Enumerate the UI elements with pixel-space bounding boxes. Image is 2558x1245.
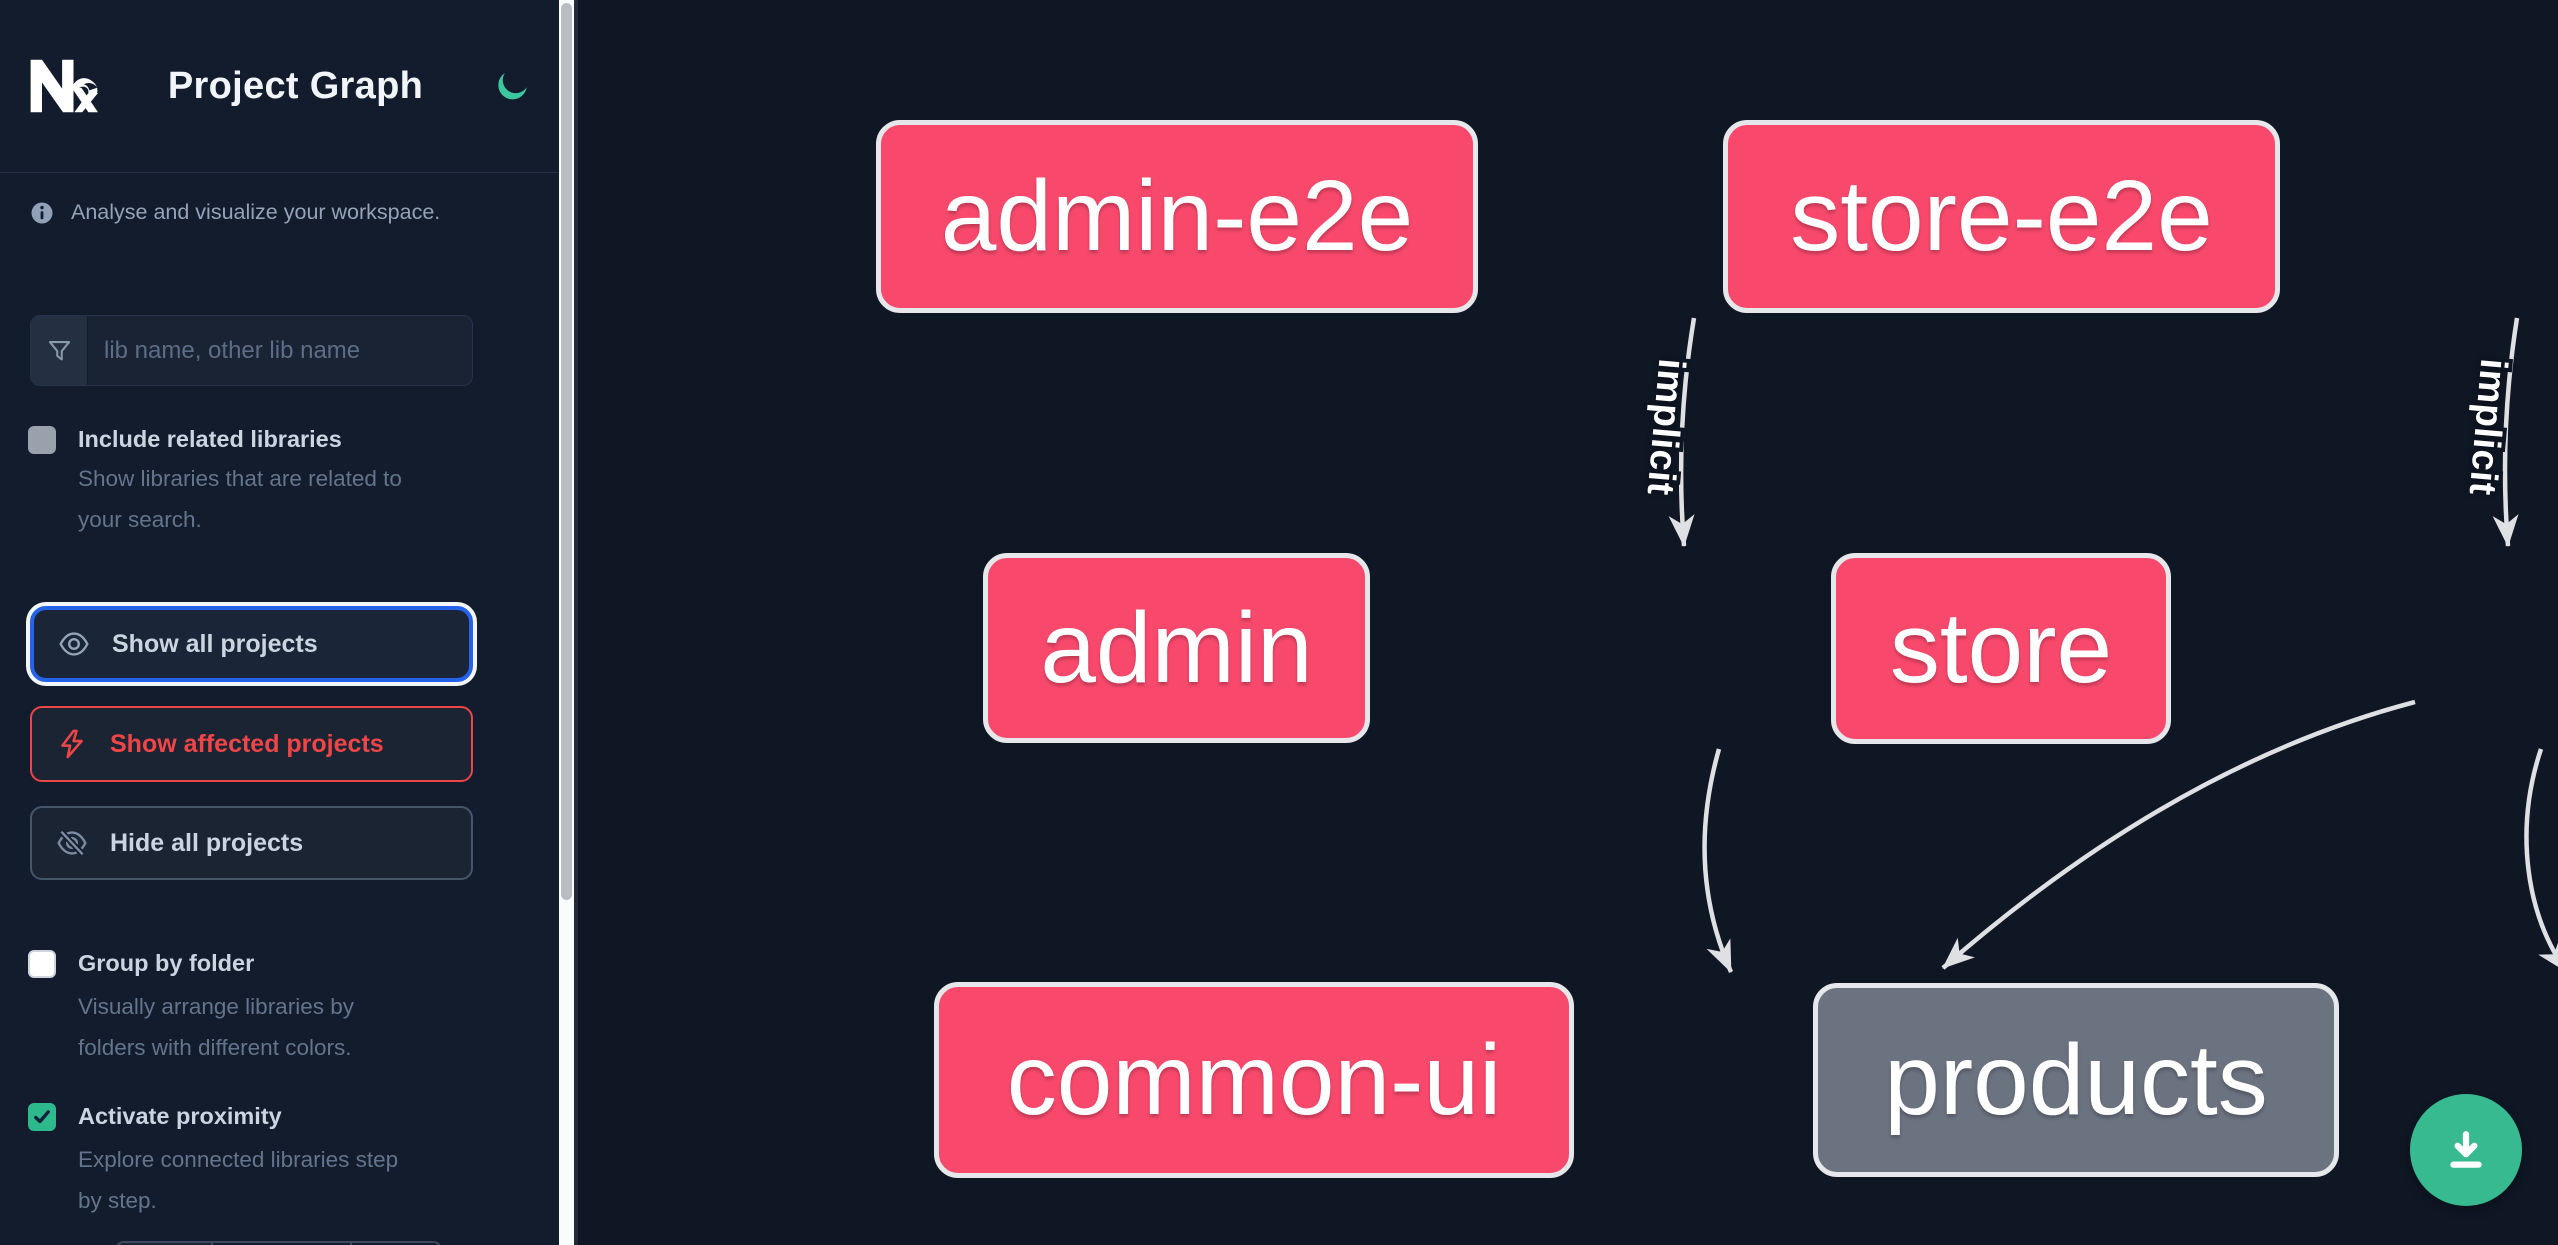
depth-decrement-button[interactable] [117, 1243, 211, 1245]
activate-proximity-label[interactable]: Activate proximity [78, 1103, 282, 1129]
edge-store-products [2524, 748, 2558, 973]
hide-all-projects-button[interactable]: Hide all projects [30, 806, 473, 880]
checkmark-icon [34, 1110, 50, 1124]
download-image-button[interactable] [2410, 1094, 2522, 1206]
depth-increment-button[interactable] [350, 1243, 440, 1245]
include-related-description: Show libraries that are related to your … [78, 466, 402, 532]
hide-all-projects-label: Hide all projects [110, 828, 304, 857]
filter-input[interactable] [88, 316, 472, 385]
sidebar: Project Graph Analyse and visualize your… [0, 0, 559, 1245]
show-all-projects-label: Show all projects [112, 629, 318, 658]
depth-value [211, 1243, 350, 1245]
group-by-folder-label[interactable]: Group by folder [78, 950, 255, 976]
edge-admin-common-ui [1702, 748, 1734, 973]
project-filter [30, 315, 473, 386]
include-related-checkbox[interactable] [28, 426, 56, 454]
activate-proximity-description: Explore connected libraries step by step… [78, 1147, 399, 1213]
sidebar-scrollbar[interactable] [559, 0, 574, 1245]
show-affected-projects-label: Show affected projects [110, 729, 384, 758]
workspace-info-text: Analyse and visualize your workspace. [71, 200, 441, 224]
page-title: Project Graph [167, 64, 424, 107]
show-affected-projects-button[interactable]: Show affected projects [30, 706, 473, 782]
graph-node-store-e2e[interactable]: store-e2e [1723, 120, 2280, 313]
eye-icon [59, 632, 89, 656]
graph-node-products[interactable]: products [1813, 983, 2339, 1177]
workspace-info-banner: Analyse and visualize your workspace. [30, 200, 530, 225]
info-icon [31, 202, 53, 223]
edge-label-implicit: implicit [2457, 353, 2519, 501]
group-by-folder-description: Visually arrange libraries by folders wi… [78, 994, 354, 1060]
graph-node-common-ui[interactable]: common-ui [934, 982, 1574, 1178]
download-icon [2450, 1131, 2482, 1168]
show-all-projects-button[interactable]: Show all projects [30, 606, 473, 682]
eye-off-icon [57, 829, 87, 857]
lightning-bolt-icon [61, 729, 83, 759]
funnel-icon [48, 341, 70, 361]
sidebar-scrollbar-thumb[interactable] [561, 3, 572, 900]
sidebar-header: Project Graph [0, 0, 559, 173]
edge-label-implicit: implicit [1635, 353, 1697, 501]
graph-node-admin[interactable]: admin [983, 553, 1370, 743]
include-related-label[interactable]: Include related libraries [78, 426, 342, 452]
dark-mode-toggle[interactable] [493, 67, 531, 105]
filter-icon-cell [31, 316, 88, 385]
nx-logo-icon [30, 59, 98, 113]
group-by-folder-checkbox[interactable] [28, 950, 56, 978]
activate-proximity-checkbox[interactable] [28, 1103, 56, 1131]
graph-node-admin-e2e[interactable]: admin-e2e [876, 120, 1478, 313]
proximity-depth-control[interactable] [115, 1241, 442, 1245]
graph-node-store[interactable]: store [1831, 553, 2171, 744]
